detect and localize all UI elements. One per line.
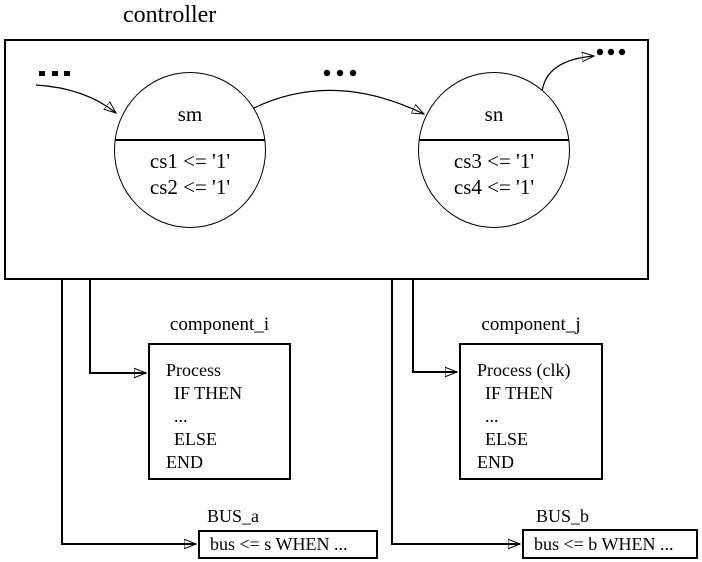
ellipsis-incoming-icon — [39, 71, 70, 76]
process-line: ... — [485, 406, 499, 426]
entry-transition-arrow — [35, 84, 116, 113]
state-divider-sm — [115, 139, 265, 141]
exit-transition-arrow — [541, 56, 594, 93]
process-line: END — [477, 452, 514, 472]
process-line: IF THEN — [174, 383, 243, 403]
process-line: IF THEN — [485, 383, 554, 403]
component-i-label: component_i — [169, 314, 270, 335]
state-name-sn: sn — [484, 102, 504, 126]
state-circle-sm — [114, 72, 266, 228]
ellipsis-transition-icon — [323, 69, 357, 77]
bus-b-assignment: bus <= b WHEN ... — [534, 533, 674, 554]
component-j-box: Process (clk) IF THEN ... ELSE END — [459, 343, 603, 480]
process-line: END — [166, 452, 203, 472]
bus-a-box: bus <= s WHEN ... — [198, 530, 378, 559]
process-line: Process (clk) — [477, 360, 571, 380]
process-line: ... — [174, 406, 188, 426]
process-line: ELSE — [174, 429, 217, 449]
connector-controller-to-component-i — [89, 279, 146, 373]
connector-controller-to-bus-a — [61, 279, 196, 544]
state-action: cs3 <= '1' — [453, 149, 535, 173]
component-i-box: Process IF THEN ... ELSE END — [148, 343, 291, 480]
connector-controller-to-component-j — [412, 279, 457, 372]
state-name-sm: sm — [177, 102, 203, 126]
transition-arrow-sm-to-sn — [253, 89, 424, 114]
state-action: cs1 <= '1' — [149, 149, 231, 173]
bus-b-box: bus <= b WHEN ... — [522, 529, 698, 559]
state-divider-sn — [419, 139, 569, 141]
diagram-title: controller — [123, 2, 217, 28]
state-circle-sn — [418, 72, 570, 228]
state-action: cs4 <= '1' — [453, 175, 535, 199]
bus-a-label: BUS_a — [207, 506, 260, 526]
bus-a-assignment: bus <= s WHEN ... — [210, 534, 348, 554]
state-action: cs2 <= '1' — [149, 175, 231, 199]
process-line: ELSE — [485, 429, 528, 449]
component-j-label: component_j — [481, 314, 581, 335]
connector-controller-to-bus-b — [391, 279, 520, 544]
process-line: Process — [166, 360, 221, 380]
ellipsis-outgoing-icon — [596, 48, 626, 56]
bus-b-label: BUS_b — [536, 506, 590, 526]
